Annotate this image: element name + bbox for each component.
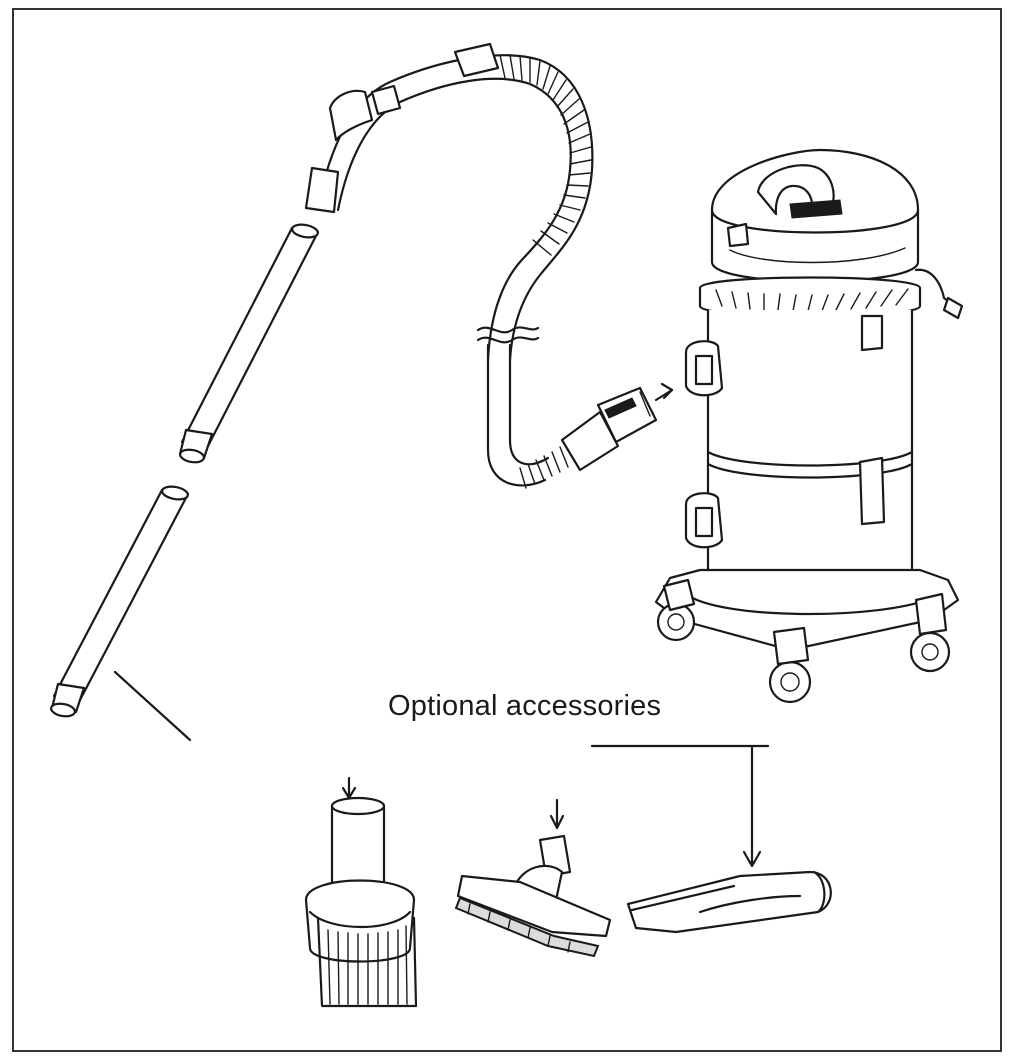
round-dusting-brush	[304, 776, 418, 1008]
flexible-hose	[304, 42, 674, 489]
extension-tube-lower	[50, 485, 192, 742]
crevice-tool	[626, 870, 832, 934]
extension-tube-upper	[178, 223, 320, 464]
floor-nozzle	[454, 798, 612, 958]
accessories-leader-lines	[590, 744, 770, 868]
vacuum-canister	[654, 148, 964, 704]
accessories-caption: Optional accessories	[388, 690, 662, 722]
